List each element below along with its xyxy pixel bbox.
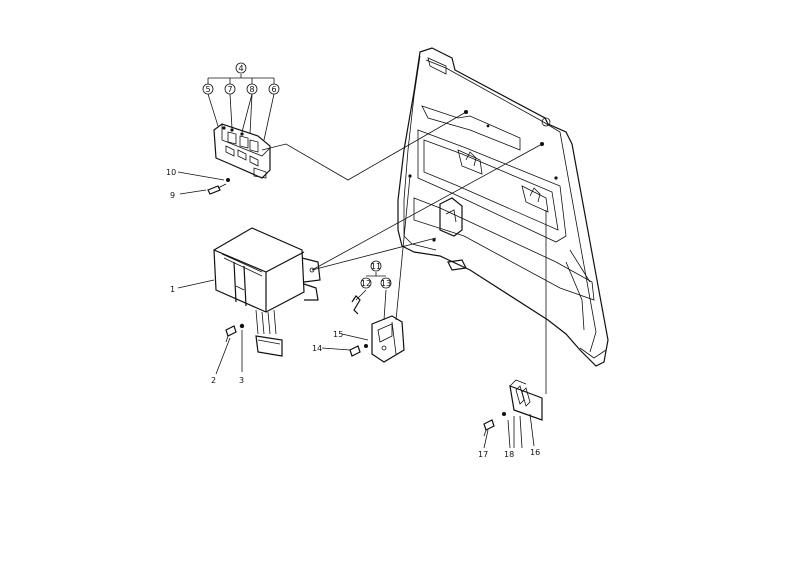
- screw-part-9: [207, 183, 227, 195]
- washer-part-10: [226, 178, 230, 182]
- callout-8: 8: [249, 85, 254, 94]
- callout-18: 18: [504, 450, 514, 459]
- callout-16: 16: [530, 448, 540, 457]
- small-bracket-part-15: [371, 315, 405, 363]
- callout-12: 12: [361, 279, 371, 288]
- callout-4: 4: [238, 64, 243, 73]
- callout-10: 10: [166, 168, 176, 177]
- callout-14: 14: [312, 344, 322, 353]
- callout-17: 17: [478, 450, 488, 459]
- screw-part-17: [483, 419, 495, 437]
- relay-box: [213, 227, 321, 357]
- lower-bracket-part-16: [509, 379, 543, 421]
- callout-circles: [202, 62, 392, 289]
- mounting-bracket-panel: [397, 47, 609, 367]
- callout-13: 13: [381, 279, 391, 288]
- callout-7: 7: [227, 85, 232, 94]
- callout-3: 3: [239, 376, 244, 385]
- callout-1: 1: [170, 285, 175, 294]
- washer-part-3: [239, 323, 245, 329]
- washer-part-18: [502, 412, 506, 416]
- callout-2: 2: [211, 376, 216, 385]
- assembly-lines: [177, 74, 547, 449]
- callout-5: 5: [205, 85, 210, 94]
- callout-9: 9: [170, 191, 175, 200]
- callout-15: 15: [333, 330, 343, 339]
- callout-6: 6: [271, 85, 276, 94]
- screw-part-14: [349, 344, 368, 357]
- clip-part-12: [351, 295, 361, 315]
- screw-part-2: [225, 325, 237, 343]
- callout-11: 11: [371, 262, 381, 271]
- terminal-block: [213, 123, 271, 179]
